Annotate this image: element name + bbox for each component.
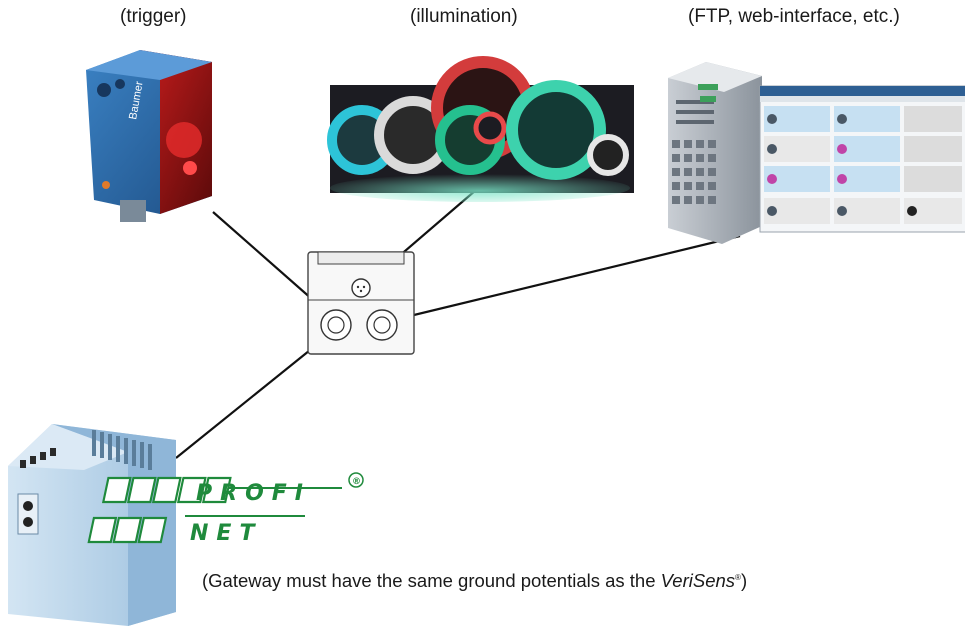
gateway-caption-prefix: (Gateway must have the same ground poten… [202, 570, 661, 591]
gateway-caption-product: VeriSens [660, 570, 736, 591]
illumination-caption: (illumination) [410, 6, 518, 27]
profinet-logo-net: NET [190, 521, 262, 546]
verisens-camera [307, 251, 415, 355]
server-line [384, 234, 741, 324]
ftp-caption: (FTP, web-interface, etc.) [688, 6, 900, 27]
trigger-caption: (trigger) [120, 6, 187, 27]
gateway-line [175, 333, 331, 459]
trigger-sensor: Baumer [86, 50, 212, 222]
gateway-caption-registered: ® [735, 572, 741, 582]
profinet-logo-registered: ® [352, 477, 361, 487]
ring-lights [327, 56, 634, 202]
web-interface-tiles [764, 106, 962, 224]
profinet-logo: PROFI NET ® [87, 472, 364, 546]
connection-lines [175, 189, 741, 459]
gateway-caption-suffix: ) [740, 570, 748, 591]
illumination-port [351, 278, 371, 298]
gateway-caption: (Gateway must have the same ground poten… [202, 570, 747, 592]
server-and-web-interface [668, 62, 965, 244]
profinet-logo-profi: PROFI [196, 481, 311, 506]
